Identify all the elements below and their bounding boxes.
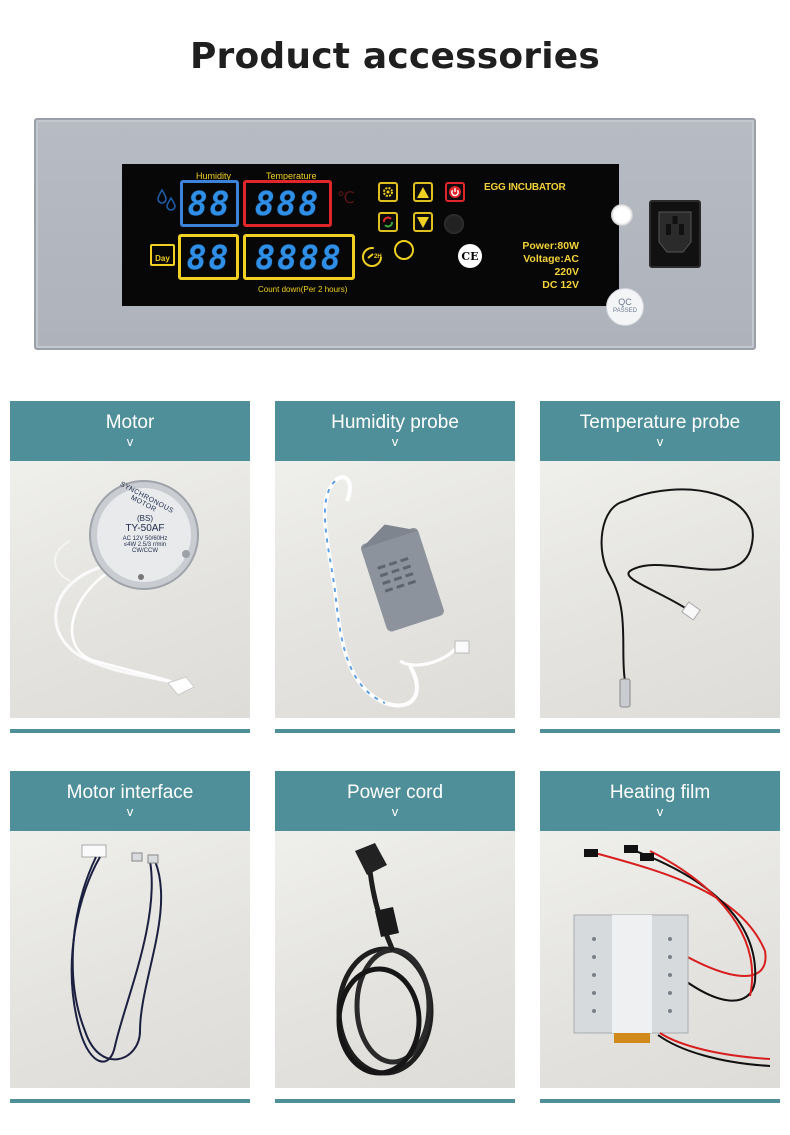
card-header: Motor interface v [10, 771, 250, 831]
chevron-down-icon: v [656, 434, 664, 449]
humidity-drop-icon [157, 188, 176, 211]
card-footer-bar [275, 1099, 515, 1103]
power-spec: Power:80W [522, 240, 579, 252]
power-cord-photo [275, 831, 515, 1088]
qc-passed-sticker: QC PASSED [606, 288, 644, 326]
accessory-card-motor: Motor v SYNCHRONOUS MOTOR (BS) TY-50AF A… [10, 401, 250, 733]
turn-interval-label: 2H [374, 254, 382, 260]
motor-label-line2: (BS) [137, 514, 153, 523]
chevron-down-icon: v [656, 804, 664, 819]
accessory-card-temperature-probe: Temperature probe v [540, 401, 780, 733]
countdown-label: Count down(Per 2 hours) [258, 285, 348, 294]
egg-turning-icon [362, 247, 382, 267]
dc-spec: DC 12V [542, 279, 579, 291]
refresh-arrows-icon [383, 216, 393, 228]
accessory-card-motor-interface: Motor interface v [10, 771, 250, 1103]
chevron-down-icon: v [391, 804, 399, 819]
up-button[interactable] [413, 182, 433, 202]
qc-passed-text: PASSED [613, 308, 637, 314]
accessory-card-humidity-probe: Humidity probe v [275, 401, 515, 733]
card-footer-bar [10, 1099, 250, 1103]
synchronous-motor-photo: SYNCHRONOUS MOTOR (BS) TY-50AF AC 12V 50… [10, 461, 250, 718]
motor-label-line6: CW/CCW [132, 548, 158, 554]
day-digits: 88 [186, 237, 231, 277]
motor-label-line4: AC 12V 50/60Hz [122, 536, 168, 542]
card-header: Temperature probe v [540, 401, 780, 461]
temperature-probe-photo [540, 461, 780, 718]
motor-label-line5: ≤4W 2.5/3 r/min [123, 542, 167, 548]
humidity-probe-photo [275, 461, 515, 718]
chevron-down-icon: v [391, 434, 399, 449]
temperature-digits: 888 [254, 184, 321, 223]
motor-label-line3: TY-50AF [125, 523, 165, 534]
motor-label: SYNCHRONOUS MOTOR (BS) TY-50AF AC 12V 50… [102, 481, 188, 554]
card-footer-bar [10, 729, 250, 733]
down-arrow-icon [417, 216, 429, 228]
card-title: Heating film [609, 782, 711, 803]
card-header: Humidity probe v [275, 401, 515, 461]
turn-manual-button[interactable] [378, 212, 398, 232]
card-title: Motor [105, 412, 155, 433]
power-specs: Power:80W Voltage:AC 220V DC 12V [499, 240, 579, 292]
card-title: Motor interface [66, 782, 194, 803]
calendar-day-icon: Day [150, 244, 175, 266]
humidity-digits: 88 [187, 184, 232, 223]
card-header: Heating film v [540, 771, 780, 831]
accessory-card-power-cord: Power cord v [275, 771, 515, 1103]
day-display: 88 [178, 234, 239, 280]
motor-interface-cable-photo [10, 831, 250, 1088]
voltage-spec: Voltage:AC 220V [523, 253, 579, 278]
power-button[interactable] [445, 182, 465, 202]
card-header: Power cord v [275, 771, 515, 831]
gear-icon [383, 187, 393, 197]
day-icon-label: Day [155, 254, 170, 263]
fan-icon [394, 240, 414, 260]
chevron-down-icon: v [126, 434, 134, 449]
card-title: Temperature probe [579, 412, 741, 433]
heating-film-photo [540, 831, 780, 1088]
incubator-control-panel: Humidity Temperature 88 888 ℃ Day 88 888… [34, 118, 756, 350]
card-title: Humidity probe [331, 412, 459, 433]
humidity-display: 88 [180, 180, 239, 227]
lcd-display: Humidity Temperature 88 888 ℃ Day 88 888… [122, 164, 619, 306]
iec-socket-icon [658, 211, 692, 253]
accessory-card-heating-film: Heating film v [540, 771, 780, 1103]
countdown-display: 8888 [243, 234, 355, 280]
card-footer-bar [275, 729, 515, 733]
down-button[interactable] [413, 212, 433, 232]
brand-title: EGG INCUBATOR [484, 182, 566, 193]
humidity-label: Humidity [196, 171, 232, 181]
qc-text: QC [618, 297, 632, 307]
card-title: Power cord [346, 782, 444, 803]
ce-mark: CE [458, 244, 482, 268]
sensor-window [444, 214, 464, 234]
power-icon [449, 186, 461, 198]
up-arrow-icon [417, 186, 429, 198]
card-footer-bar [540, 729, 780, 733]
card-header: Motor v [10, 401, 250, 461]
celsius-icon: ℃ [337, 188, 355, 207]
chevron-down-icon: v [126, 804, 134, 819]
page-title: Product accessories [189, 36, 601, 77]
settings-gear-button[interactable] [378, 182, 398, 202]
power-socket [649, 200, 701, 268]
temperature-display: 888 [243, 180, 332, 227]
mounting-hole [611, 204, 633, 226]
countdown-digits: 8888 [255, 237, 343, 277]
card-footer-bar [540, 1099, 780, 1103]
temperature-label: Temperature [266, 171, 317, 181]
